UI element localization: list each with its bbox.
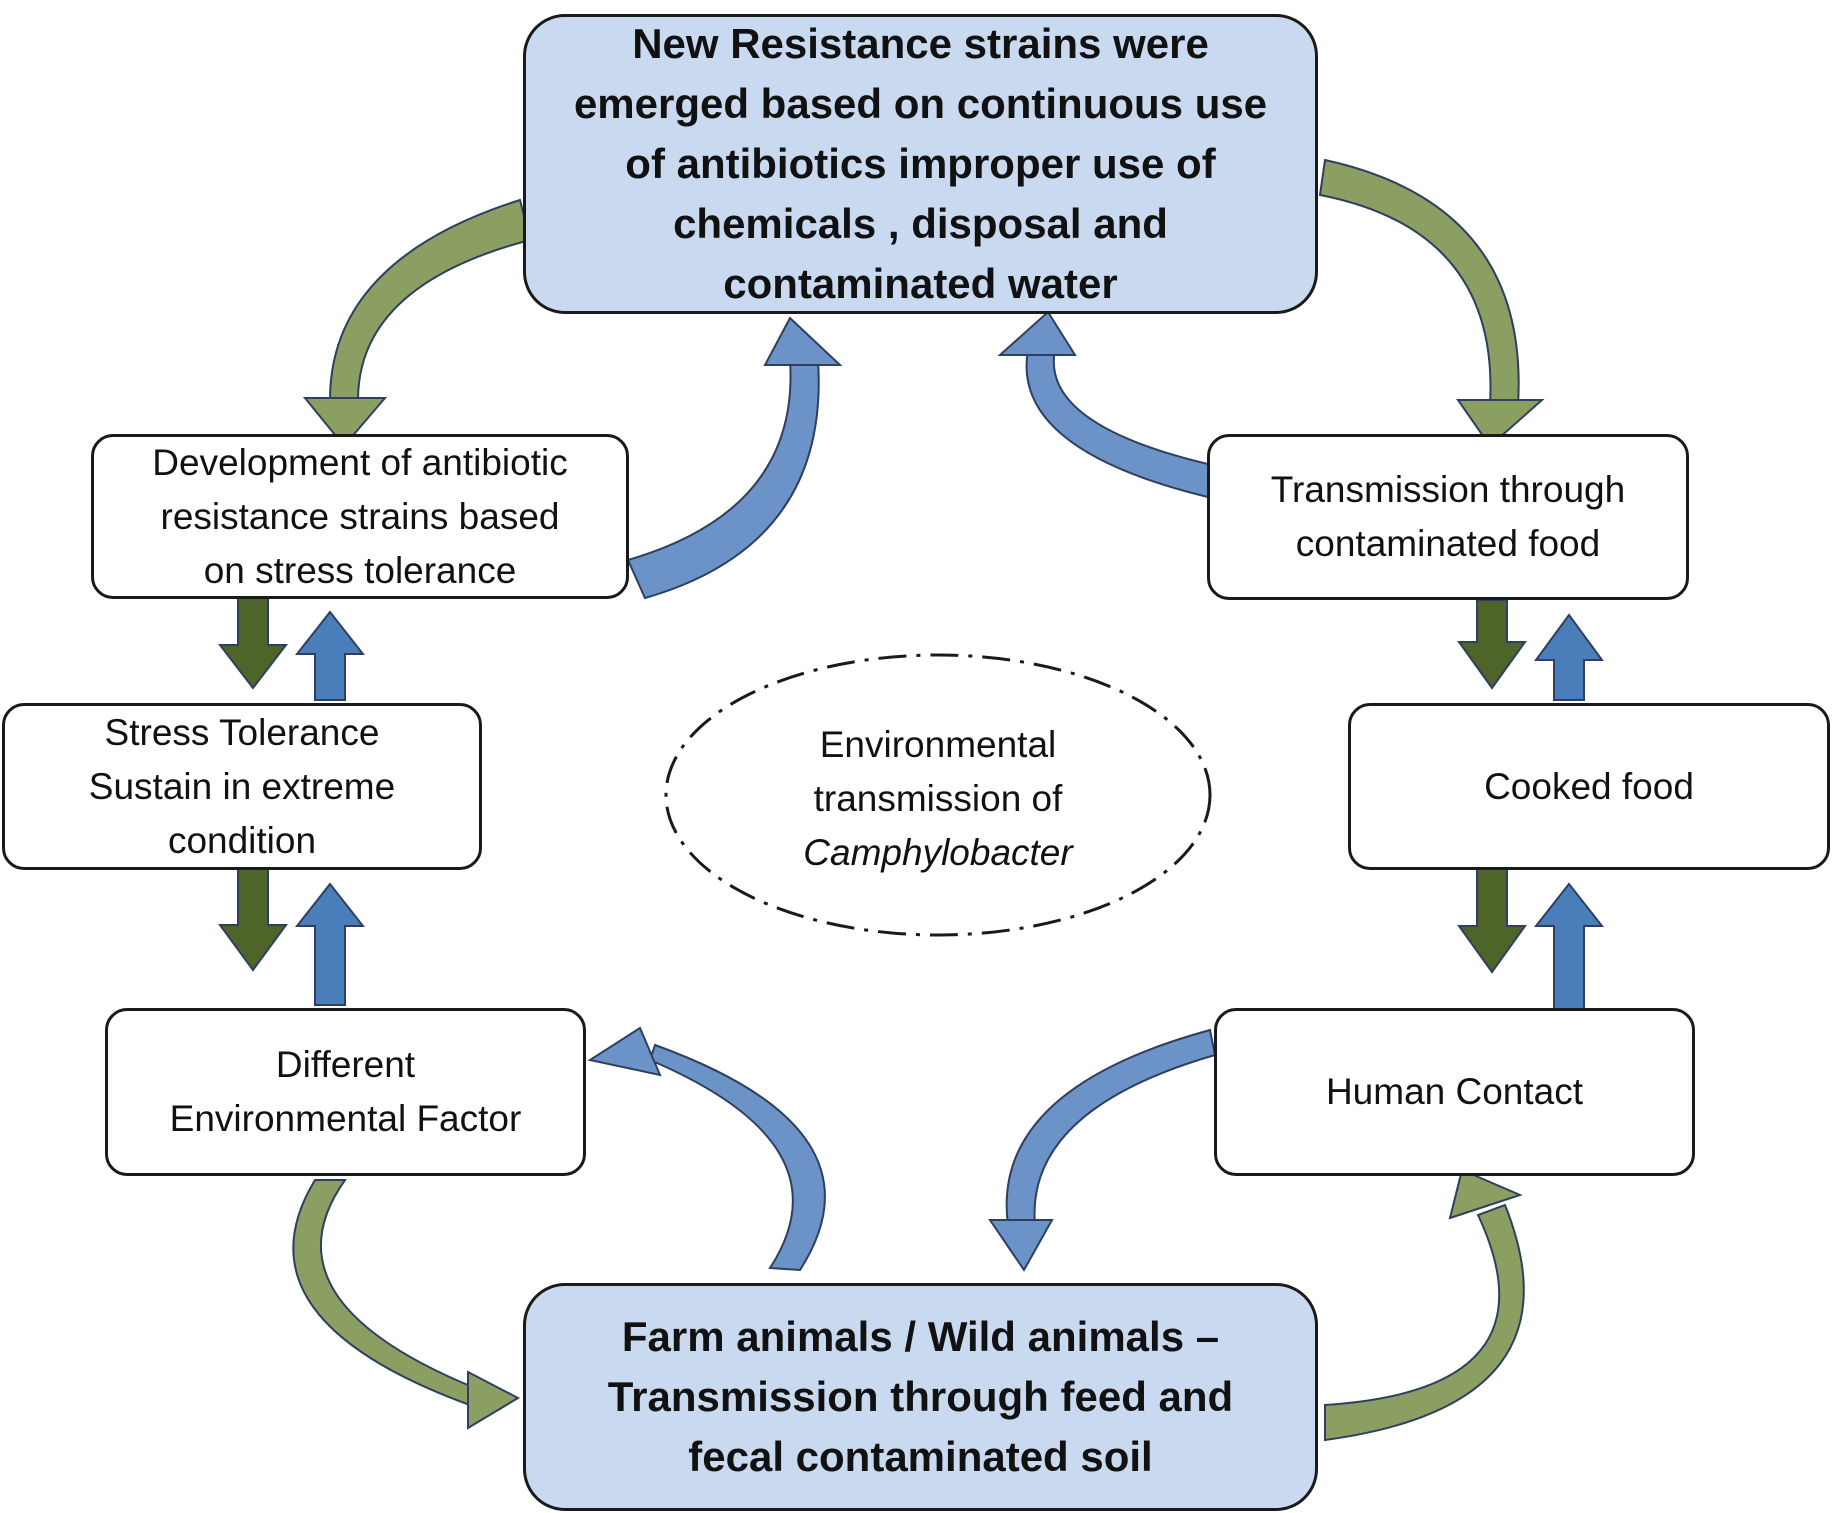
box-line: Stress Tolerance bbox=[104, 711, 380, 753]
box-new-resistance-strains: New Resistance strains were emerged base… bbox=[523, 14, 1318, 314]
curved-arrow-bottom-to-envfactor-head bbox=[587, 1026, 662, 1077]
up-arrow-stress-to-development bbox=[294, 610, 366, 701]
box-line: of antibiotics improper use of bbox=[625, 140, 1216, 187]
box-farm-wild-animals: Farm animals / Wild animals – Transmissi… bbox=[523, 1283, 1318, 1511]
box-human-contact: Human Contact bbox=[1214, 1008, 1695, 1176]
box-line: resistance strains based bbox=[160, 495, 560, 537]
box-line: Farm animals / Wild animals – bbox=[621, 1313, 1220, 1360]
up-arrow-cooked-to-transmission bbox=[1534, 613, 1604, 701]
box-line: Transmission through feed and bbox=[607, 1373, 1234, 1420]
up-arrow-human-to-cooked bbox=[1533, 882, 1605, 1011]
box-line: Sustain in extreme bbox=[88, 765, 396, 807]
center-line-3: Camphylobacter bbox=[803, 832, 1073, 873]
curved-arrow-bottom-to-human bbox=[1324, 1203, 1525, 1442]
down-arrow-stress-to-envfactor bbox=[218, 865, 288, 972]
box-line: emerged based on continuous use bbox=[573, 80, 1268, 127]
curved-arrow-envfactor-to-bottom-head bbox=[467, 1370, 521, 1430]
box-environmental-factor: Different Environmental Factor bbox=[105, 1008, 586, 1176]
curved-arrow-human-to-bottom-head bbox=[988, 1219, 1054, 1272]
curved-arrow-development-to-top bbox=[626, 359, 820, 600]
down-arrow-transmission-to-cooked bbox=[1457, 599, 1527, 690]
center-dashed-ellipse bbox=[664, 653, 1212, 937]
curved-arrow-top-to-development bbox=[328, 198, 532, 401]
box-line: Transmission through bbox=[1270, 469, 1626, 510]
box-development-resistance: Development of antibiotic resistance str… bbox=[91, 434, 629, 599]
box-line: chemicals , disposal and bbox=[673, 200, 1168, 247]
box-line: New Resistance strains were bbox=[632, 20, 1209, 67]
curved-arrow-development-to-top-head bbox=[763, 316, 843, 366]
curved-arrow-top-to-transmission-head bbox=[1456, 399, 1545, 448]
box-line: Development of antibiotic bbox=[152, 441, 568, 483]
box-line: fecal contaminated soil bbox=[688, 1433, 1153, 1480]
box-line: Cooked food bbox=[1484, 765, 1694, 807]
down-arrow-cooked-to-human bbox=[1457, 865, 1527, 974]
curved-arrow-transmission-to-top-head bbox=[997, 310, 1077, 356]
curved-arrow-transmission-to-top bbox=[1025, 349, 1213, 500]
curved-arrow-top-to-transmission bbox=[1318, 158, 1520, 406]
down-arrow-development-to-stress bbox=[217, 597, 289, 690]
curved-arrow-top-to-development-head bbox=[302, 397, 388, 448]
curved-arrow-human-to-bottom bbox=[1005, 1028, 1217, 1226]
box-line: condition bbox=[167, 819, 317, 861]
curved-arrow-bottom-to-human-head bbox=[1448, 1168, 1523, 1220]
up-arrow-envfactor-to-stress bbox=[294, 882, 366, 1006]
box-line: on stress tolerance bbox=[203, 549, 517, 591]
box-transmission-contaminated-food: Transmission through contaminated food bbox=[1207, 434, 1689, 600]
box-line: contaminated food bbox=[1295, 523, 1601, 564]
box-cooked-food: Cooked food bbox=[1348, 703, 1830, 870]
box-line: Human Contact bbox=[1325, 1071, 1584, 1112]
box-line: contaminated water bbox=[723, 260, 1118, 307]
center-line-1: Environmental bbox=[819, 724, 1057, 765]
curved-arrow-envfactor-to-bottom bbox=[292, 1179, 480, 1410]
box-line: Different bbox=[275, 1044, 416, 1085]
box-stress-tolerance: Stress Tolerance Sustain in extreme cond… bbox=[2, 703, 482, 870]
center-label: Environmental transmission of Camphyloba… bbox=[688, 718, 1188, 880]
center-line-2: transmission of bbox=[813, 778, 1063, 819]
curved-arrow-bottom-to-envfactor bbox=[648, 1043, 826, 1272]
box-line: Environmental Factor bbox=[169, 1098, 522, 1139]
